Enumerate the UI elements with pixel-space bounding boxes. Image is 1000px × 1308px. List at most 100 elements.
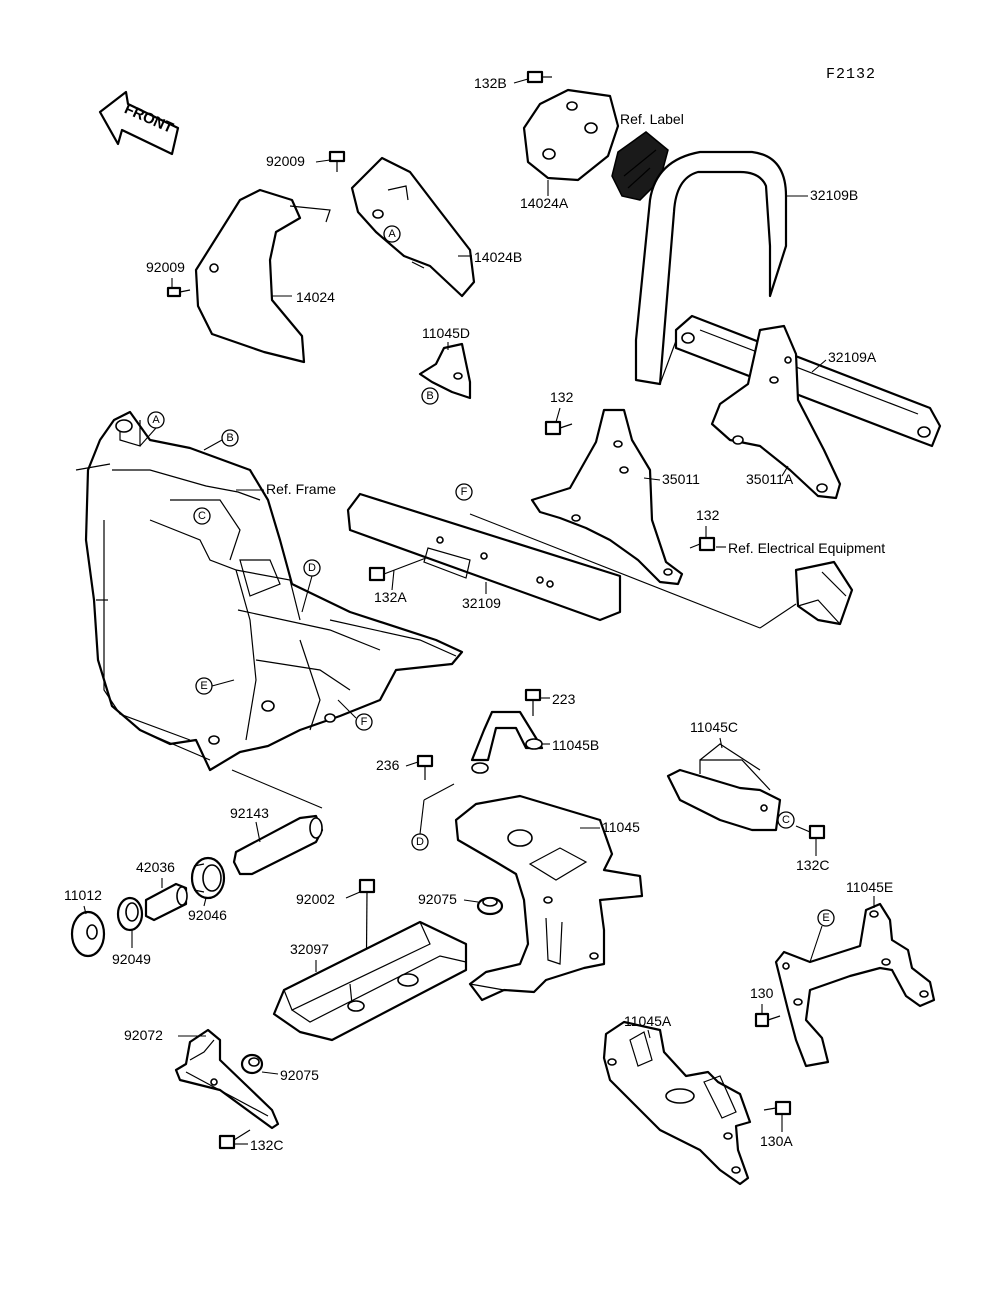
part-label-92075-top: 92075 (418, 891, 457, 907)
svg-text:A: A (388, 228, 396, 240)
bolt-132c-right (795, 824, 826, 840)
grommet-92075-top (476, 896, 504, 916)
svg-text:D: D (308, 562, 316, 574)
side-cover-14024a (522, 88, 620, 182)
callout-c-bracket: C (777, 811, 795, 829)
part-label-32109a: 32109A (828, 349, 877, 365)
electrical-box-icon (794, 560, 854, 626)
side-cover-14024b (350, 156, 476, 298)
svg-text:E: E (822, 912, 829, 924)
callout-e-frame: E (195, 677, 235, 695)
pipe-92143 (232, 814, 324, 876)
screw-92009-mid (166, 286, 191, 298)
part-label-14024: 14024 (296, 289, 335, 305)
part-label-42036: 42036 (136, 859, 175, 875)
rail-32109a (674, 314, 942, 448)
plate-35011a (710, 324, 842, 500)
motorcycle-frame (75, 410, 464, 772)
callout-b-frame: B (203, 429, 239, 451)
bolt-132c-bottom (218, 1129, 251, 1150)
ref-frame: Ref. Frame (266, 481, 336, 497)
battery-bracket-11045 (454, 794, 644, 1002)
seal-92049 (116, 896, 144, 932)
part-label-92009-mid: 92009 (146, 259, 185, 275)
sleeve-42036 (144, 882, 188, 922)
bracket-11045d (418, 342, 472, 400)
part-label-14024a: 14024A (520, 195, 569, 211)
front-arrow-icon: FRONT (98, 90, 180, 156)
part-label-130a: 130A (760, 1133, 793, 1149)
bearing-92046 (190, 856, 226, 900)
part-label-92046: 92046 (188, 907, 227, 923)
callout-e-bracket: E (807, 909, 835, 969)
svg-text:A: A (152, 414, 160, 426)
part-label-92143: 92143 (230, 805, 269, 821)
part-label-32109b: 32109B (810, 187, 858, 203)
ref-electrical: Ref. Electrical Equipment (728, 540, 885, 556)
ref-label: Ref. Label (620, 111, 684, 127)
callout-d-frame: D (301, 559, 321, 613)
screw-236 (416, 754, 434, 780)
cap-11012 (70, 910, 106, 958)
screw-92009-top (328, 150, 346, 172)
plate-35011 (530, 408, 684, 586)
svg-text:C: C (198, 510, 206, 522)
callout-f-frame: F (337, 699, 373, 731)
part-label-132-mid: 132 (696, 507, 720, 523)
callout-c-frame: C (193, 507, 211, 525)
part-label-11045c: 11045C (690, 719, 738, 735)
part-label-11045b: 11045B (552, 737, 599, 753)
bracket-11045b (470, 710, 544, 774)
bolt-132-mid (689, 536, 716, 552)
part-label-92075-bottom: 92075 (280, 1067, 319, 1083)
callout-b-bracket: B (421, 387, 439, 405)
svg-text:F: F (461, 486, 468, 498)
battery-case-32097 (272, 920, 468, 1042)
grommet-92075-bottom (240, 1053, 264, 1075)
part-label-236: 236 (376, 757, 400, 773)
part-label-92002: 92002 (296, 891, 335, 907)
callout-a-frame: A (139, 411, 165, 447)
side-cover-14024 (194, 188, 331, 364)
bolt-132a (368, 557, 427, 582)
bracket-11045e (774, 902, 936, 1068)
part-label-130: 130 (750, 985, 774, 1001)
part-label-14024b: 14024B (474, 249, 522, 265)
svg-text:B: B (426, 390, 433, 402)
rail-32109 (346, 492, 797, 629)
part-label-11045d: 11045D (422, 325, 470, 341)
screw-223 (524, 688, 542, 716)
svg-text:C: C (782, 814, 790, 826)
part-label-32097: 32097 (290, 941, 329, 957)
part-label-11045a: 11045A (624, 1013, 672, 1029)
bolt-130a (763, 1100, 792, 1116)
part-label-11045: 11045 (602, 819, 640, 835)
svg-text:B: B (226, 432, 233, 444)
callout-a-cover: A (383, 225, 401, 243)
part-label-11045e: 11045E (846, 879, 893, 895)
part-label-32109: 32109 (462, 595, 501, 611)
part-label-132a: 132A (374, 589, 407, 605)
part-label-35011a: 35011A (746, 471, 794, 487)
bracket-11045c (666, 743, 782, 832)
bracket-11045a (602, 1020, 752, 1186)
svg-text:D: D (416, 836, 424, 848)
figure-code: F2132 (826, 66, 876, 83)
part-label-132-top: 132 (550, 389, 574, 405)
callout-d-tray: D (411, 783, 455, 851)
part-label-11012: 11012 (64, 887, 102, 903)
part-label-223: 223 (552, 691, 576, 707)
bolt-132-top (544, 420, 573, 436)
callout-f-rail: F (455, 483, 473, 501)
bolt-132b (526, 70, 552, 84)
part-label-92049: 92049 (112, 951, 151, 967)
part-label-35011: 35011 (662, 471, 700, 487)
bolt-130 (754, 1012, 781, 1028)
bracket-92072 (174, 1028, 280, 1130)
part-label-92072: 92072 (124, 1027, 163, 1043)
part-label-132c-right: 132C (796, 857, 829, 873)
part-label-132c-bottom: 132C (250, 1137, 283, 1153)
svg-text:F: F (361, 716, 368, 728)
svg-text:E: E (200, 680, 207, 692)
